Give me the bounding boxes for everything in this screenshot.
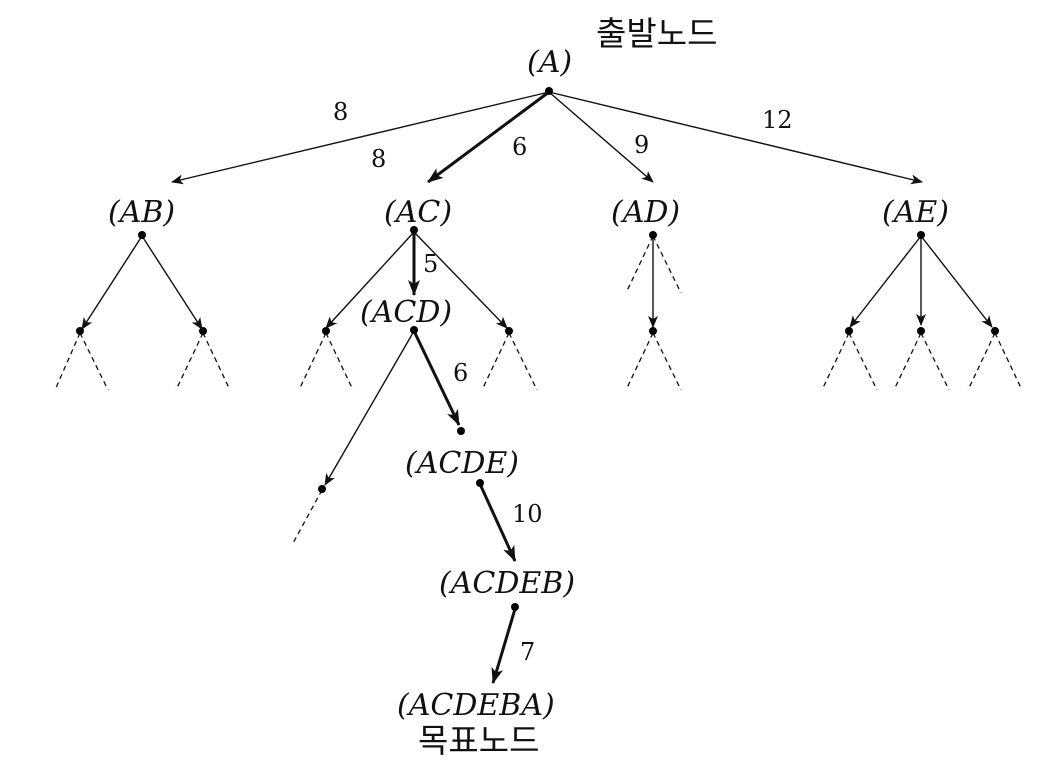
dashed-edge — [652, 235, 682, 294]
edge-ACD-ACDE — [412, 330, 461, 426]
dashed-edge — [291, 489, 323, 546]
node-dot-AD-child — [649, 327, 657, 335]
dashed-edge — [893, 332, 922, 391]
node-dot-AE-child-3 — [991, 327, 999, 335]
dashed-edge — [298, 332, 327, 391]
edge-A-AB — [171, 91, 550, 185]
edge-cost-ACDEB-ACDEBA: 7 — [520, 638, 535, 666]
dashed-edge — [625, 332, 654, 391]
edge-AE-child-1 — [849, 235, 922, 328]
edge-AE-child-3 — [920, 235, 993, 328]
node-dot-AB — [138, 231, 146, 239]
dashed-edge — [481, 332, 510, 391]
node-dot-AB-child-2 — [199, 327, 207, 335]
dashed-edge — [967, 332, 996, 391]
edge-cost-A-AB: 8 — [333, 98, 348, 126]
edge-cost-A-AD: 9 — [634, 131, 649, 159]
dashed-edge — [202, 332, 231, 391]
node-label-ACD: (ACD) — [360, 295, 452, 330]
goal-node-caption: 목표노드 — [418, 721, 539, 760]
edge-A-AE — [548, 91, 923, 185]
edge-cost-A-AC-a: 8 — [371, 145, 386, 173]
node-label-AB: (AB) — [108, 195, 175, 230]
node-dot-AE-child-2 — [917, 327, 925, 335]
dashed-edge — [652, 332, 682, 391]
node-dot-A — [545, 87, 553, 95]
edge-ACDEB-ACDEBA — [491, 608, 517, 684]
node-dot-ACD-child — [318, 485, 326, 493]
edge-cost-ACD-ACDE: 6 — [453, 359, 468, 387]
edge-cost-ACDE-ACDEB: 10 — [512, 500, 543, 528]
edge-ACD-child — [324, 330, 415, 486]
node-dot-AE — [917, 231, 925, 239]
edge-cost-A-AC-b: 6 — [512, 133, 527, 161]
node-label-AC: (AC) — [384, 195, 452, 230]
edge-A-AC — [427, 90, 550, 184]
node-dot-AC — [410, 226, 418, 234]
node-dot-ACDE — [476, 479, 484, 487]
node-label-AE: (AE) — [882, 195, 949, 230]
node-dot-AC-child-1 — [322, 327, 330, 335]
node-label-ACDEB: (ACDEB) — [439, 566, 575, 601]
node-label-AD: (AD) — [611, 195, 680, 230]
edge-AB-child-2 — [141, 235, 203, 330]
node-dot-ACDE-arrival — [457, 427, 465, 435]
dashed-edge — [175, 332, 204, 391]
dashed-edge — [625, 235, 654, 294]
node-label-A: (A) — [527, 45, 572, 80]
edge-A-AD — [548, 91, 654, 183]
node-dot-AD — [649, 231, 657, 239]
edge-cost-A-AE: 12 — [762, 106, 793, 134]
dashed-edge — [508, 332, 538, 391]
dashed-edge — [848, 332, 878, 391]
edge-AC-child-1 — [325, 231, 415, 329]
edge-cost-AC-ACD: 5 — [423, 250, 438, 278]
node-dot-ACDEB — [511, 603, 519, 611]
node-dot-AB-child-1 — [76, 327, 84, 335]
edge-AB-child-1 — [81, 235, 143, 330]
node-dot-AE-child-1 — [845, 327, 853, 335]
edge-AC-child-3 — [413, 231, 508, 329]
start-node-caption: 출발노드 — [596, 14, 717, 53]
node-label-ACDE: (ACDE) — [405, 446, 519, 481]
dashed-edge — [79, 332, 109, 391]
node-dot-ACD — [410, 326, 418, 334]
dashed-edge — [994, 332, 1023, 391]
dashed-edge — [920, 332, 950, 391]
dashed-edge — [821, 332, 850, 391]
node-dot-AC-child-3 — [505, 327, 513, 335]
edge-ACDE-ACDEB — [478, 483, 517, 562]
node-label-ACDEBA: (ACDEBA) — [397, 688, 555, 723]
dashed-edge — [325, 332, 354, 391]
dashed-edge — [54, 332, 81, 391]
